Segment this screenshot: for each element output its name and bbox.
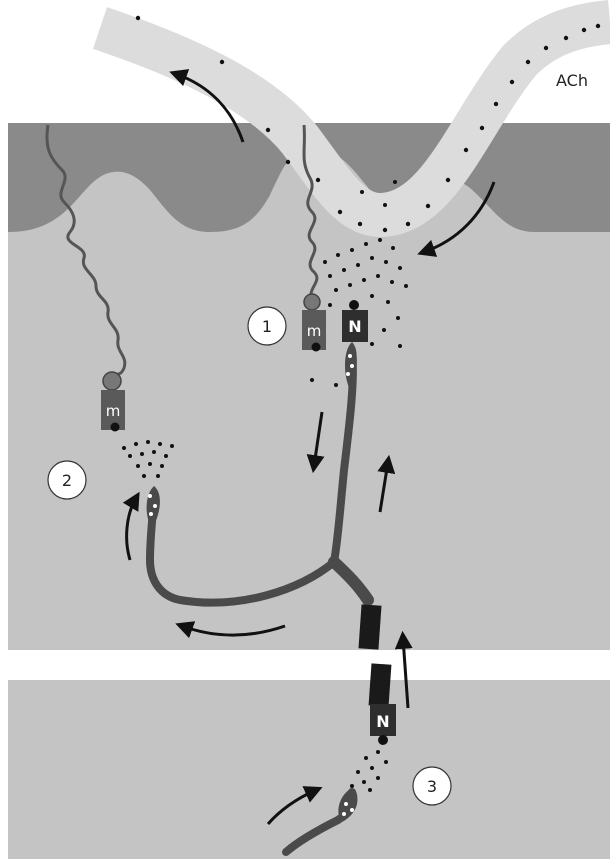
receptor-m-middle-label: m xyxy=(307,322,322,340)
step-3-label: 3 xyxy=(427,777,437,796)
step-1-label: 1 xyxy=(262,317,272,336)
receptor-m-left-label: m xyxy=(106,402,121,420)
receptor-m-left: m xyxy=(101,372,125,432)
step-1-marker: 1 xyxy=(248,307,286,345)
axon-segment-2 xyxy=(369,663,392,706)
step-3-marker: 3 xyxy=(413,767,451,805)
receptor-n-lower-label: N xyxy=(376,712,389,731)
step-2-marker: 2 xyxy=(48,461,86,499)
receptor-n-upper-label: N xyxy=(348,317,361,336)
ach-label: ACh xyxy=(556,71,588,90)
step-2-label: 2 xyxy=(62,471,72,490)
axon-segment-1 xyxy=(358,604,381,649)
